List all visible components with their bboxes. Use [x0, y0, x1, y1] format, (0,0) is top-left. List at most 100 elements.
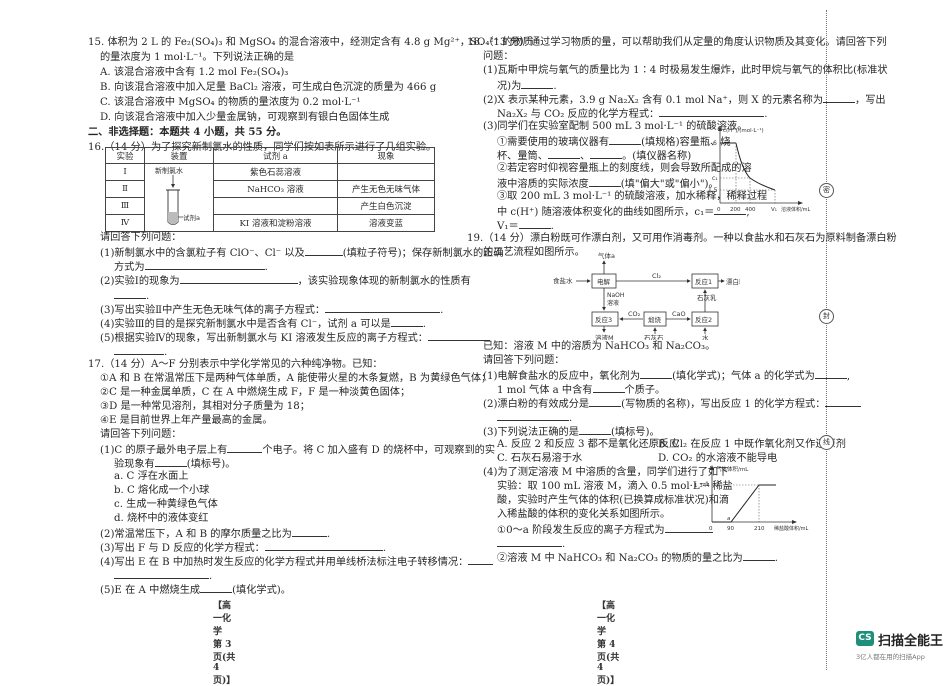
answer-blank	[590, 148, 623, 159]
seal-mark: 封	[819, 309, 834, 324]
table-header: 实验	[105, 147, 145, 164]
svg-text:溶液: 溶液	[607, 299, 619, 307]
q15-option-d: D. 向该混合溶液中加入少量金属钠，可观察到有银白色固体生成	[100, 112, 390, 123]
table-cell: Ⅳ	[105, 214, 145, 232]
answer-blank	[640, 368, 673, 379]
q17-sub4: (4)写出 E 在 B 中加热时发生反应的化学方程式并用单线桥法标注电子转移情况…	[100, 554, 494, 569]
svg-text:6: 6	[713, 140, 717, 147]
q19-sub2-cont: .	[497, 410, 572, 425]
answer-blank	[114, 288, 146, 299]
q19-option-b: B. Cl₂ 在反应 1 中既作氧化剂又作还原剂	[658, 439, 846, 450]
answer-blank	[825, 396, 862, 407]
q16-sub3: (3)写出实验Ⅱ中产生无色无味气体的离子方程式：.	[100, 302, 443, 317]
q19-sub4-line3: 酸，实验时产生气体的体积(已换算成标准状况)和滴	[497, 495, 730, 506]
svg-text:食盐水: 食盐水	[553, 276, 573, 285]
table-row: Ⅱ NaHCO₃ 溶液 产生无色无味气体	[105, 180, 435, 198]
answer-blank	[200, 582, 233, 593]
answer-blank	[227, 442, 263, 453]
answer-blank	[518, 218, 551, 229]
answer-blank	[589, 396, 622, 407]
svg-text:0: 0	[717, 207, 721, 213]
q18-sub3-3-cont: 中 c(H⁺) 随溶液体积变化的曲线如图所示，c₁＝,	[497, 204, 750, 219]
q17-sub5: (5)E 在 A 中燃烧生成(填化学式)。	[100, 582, 291, 597]
q19-option-a: A. 反应 2 和反应 3 都不是氧化还原反应	[497, 439, 680, 450]
q17-fact-1: ①A 和 B 在常温常压下是两种气体单质，A 能使带火星的木条复燃，B 为黄绿色…	[100, 373, 492, 384]
q17-sub2: (2)常温常压下，A 和 B 的摩尔质量之比为.	[100, 526, 330, 541]
svg-text:反应3: 反应3	[595, 315, 612, 324]
svg-text:漂白粉: 漂白粉	[726, 277, 740, 286]
table-row: Ⅲ 产生白色沉淀	[105, 197, 435, 215]
q16-sub2-cont: .	[114, 288, 149, 303]
q19-stem-line1: 19.（14 分）漂白粉既可作漂白剂，又可用作消毒剂。一种以食盐水和石灰石为原料…	[467, 233, 897, 244]
answer-blank	[588, 176, 621, 187]
chart1-xlabel: 溶液体积/mL	[781, 206, 811, 213]
test-tube-diagram: 新制氯水 试剂a	[155, 166, 200, 225]
answer-blank	[304, 245, 343, 256]
table-header: 装置	[144, 147, 214, 164]
q16-sub5: (5)根据实验Ⅳ的现象，写出新制氯水与 KI 溶液发生反应的离子方程式：	[100, 330, 490, 345]
q19-prompt: 请回答下列问题：	[483, 355, 565, 366]
svg-text:水: 水	[702, 333, 709, 340]
q19-sub4-line2: 实验：取 100 mL 溶液 M，滴入 0.5 mol·L⁻¹ 稀盐	[497, 481, 733, 492]
answer-blank	[497, 536, 562, 547]
answer-blank	[823, 92, 856, 103]
q16-prompt: 请回答下列问题：	[100, 232, 182, 243]
answer-blank	[547, 148, 580, 159]
q19-sub3: (3)下列说法正确的是(填标号)。	[483, 424, 660, 439]
answer-blank	[521, 78, 554, 89]
q17-option-a: a. C 浮在水面上	[114, 471, 189, 482]
seal-mark: 密	[819, 183, 834, 198]
camscanner-logo-icon: CS	[856, 631, 874, 646]
svg-text:CaO: CaO	[672, 310, 686, 318]
q18-sub3-2: ②若定容时仰视容量瓶上的刻度线，则会导致所配成的溶	[497, 163, 752, 174]
answer-blank	[291, 526, 327, 537]
q19-stem-line2: 的工艺流程如图所示。	[483, 247, 585, 258]
svg-text:溶液M: 溶液M	[595, 333, 614, 340]
svg-text:c₁: c₁	[712, 175, 718, 182]
answer-blank	[179, 273, 298, 284]
q19-sub4-line1: (4)为了测定溶液 M 中溶质的含量，同学们进行了如下	[483, 467, 729, 478]
q19-sub4-1: ①0～a 阶段发生反应的离子方程式为	[497, 522, 713, 537]
camscanner-tagline: 3亿人都在用的扫描App	[856, 653, 925, 661]
chart2-xlabel: 稀盐酸体积/mL	[774, 525, 809, 532]
table-cell: Ⅱ	[105, 180, 145, 198]
q19-sub2: (2)漂白粉的有效成分是(写物质的名称)，写出反应 1 的化学方程式：	[483, 396, 862, 411]
svg-text:1 344: 1 344	[694, 483, 710, 489]
seal-mark: 线	[819, 435, 834, 450]
chart1-ylabel: c(H⁺)/(mol·L⁻¹)	[723, 127, 764, 134]
q17-option-c: c. 生成一种黄绿色气体	[114, 499, 218, 510]
q18-sub3-3-v1: V₁＝.	[497, 218, 554, 233]
table-header: 现象	[337, 147, 435, 164]
answer-blank	[468, 554, 494, 565]
reaction3-box	[591, 311, 619, 327]
svg-text:a: a	[727, 516, 731, 522]
answer-blank	[427, 330, 490, 341]
q16-sub2: (2)实验Ⅰ的现象为，该实验现象体现的新制氯水的性质有	[100, 273, 471, 288]
q15-option-a: A. 该混合溶液中含有 1.2 mol Fe₂(SO₄)₃	[100, 67, 289, 78]
svg-text:200: 200	[730, 207, 741, 213]
apparatus-cell: 新制氯水 试剂a	[144, 163, 214, 232]
q18-stem-line2: 问题：	[483, 51, 514, 62]
answer-blank	[742, 550, 775, 561]
q17-fact-4: ④E 是目前世界上年产量最高的金属。	[100, 415, 273, 426]
svg-text:NaOH: NaOH	[607, 292, 624, 299]
q17-prompt: 请回答下列问题：	[100, 429, 182, 440]
q15-stem-line1: 15. 体积为 2 L 的 Fe₂(SO₄)₃ 和 MgSO₄ 的混合溶液中，经…	[88, 37, 533, 48]
svg-text:石灰乳: 石灰乳	[697, 293, 717, 302]
answer-blank	[664, 522, 713, 533]
q17-sub3: (3)写出 F 与 D 反应的化学方程式：.	[100, 540, 386, 555]
chart2-ylabel: 气体体积/mL	[716, 465, 749, 473]
svg-text:90: 90	[727, 526, 734, 532]
section2-title: 二、非选择题：本题共 4 小题，共 55 分。	[88, 126, 287, 138]
process-flow-diagram: 气体a 食盐水 电解 Cl₂ 反应1 漂白粉 NaOH 溶液 石灰乳 反应3 C…	[553, 251, 740, 340]
answer-blank	[609, 134, 642, 145]
camscanner-name: 扫描全能王	[878, 634, 944, 649]
svg-text:1.5: 1.5	[708, 187, 718, 194]
q18-sub3: (3)同学们在实验室配制 500 mL 3 mol·L⁻¹ 的硫酸溶液。	[483, 121, 748, 132]
q19-sub1-cont: 1 mol 气体 a 中含有个质子。	[497, 382, 665, 397]
svg-text:反应1: 反应1	[695, 277, 712, 286]
table-cell: Ⅲ	[105, 197, 145, 215]
svg-text:CO₂: CO₂	[628, 310, 641, 318]
q17-stem: 17.（14 分）A～F 分别表示中学化学常见的六种纯净物。已知：	[88, 359, 383, 370]
q15-option-b: B. 向该混合溶液中加入足量 BaCl₂ 溶液，可生成白色沉淀的质量为 466 …	[100, 82, 437, 93]
